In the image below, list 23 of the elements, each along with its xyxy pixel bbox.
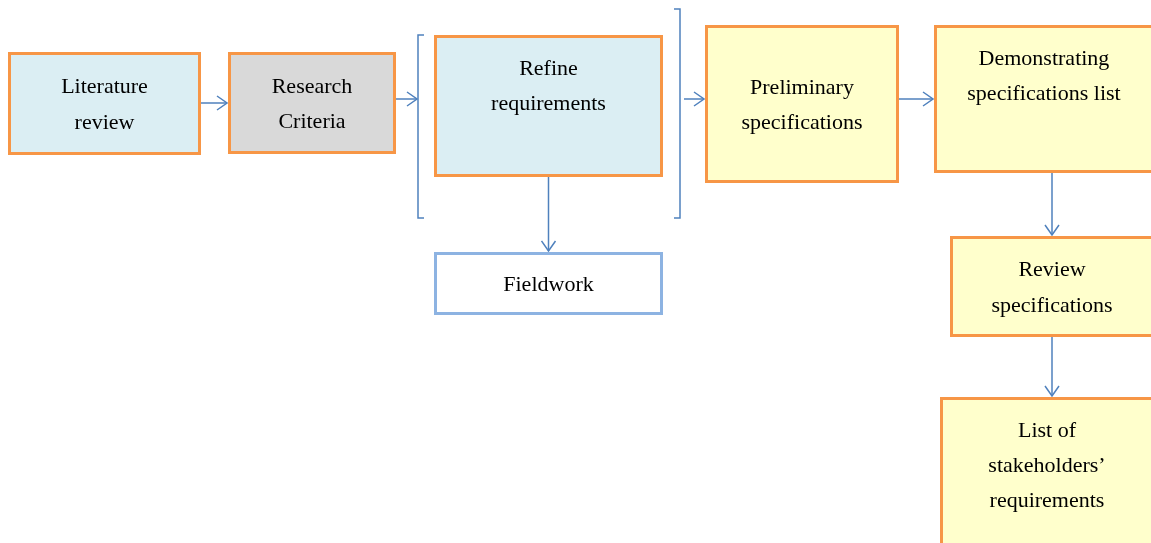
process-box	[228, 52, 396, 154]
arrow	[1044, 172, 1060, 236]
box-label: Research Criteria	[270, 71, 354, 135]
box-label: Literature review	[60, 72, 149, 136]
box-label: Review specifications	[990, 255, 1114, 319]
arrow	[683, 91, 705, 107]
arrow	[1044, 336, 1060, 397]
process-box	[8, 52, 201, 155]
process-box	[950, 236, 1151, 337]
arrow	[395, 91, 418, 107]
process-box	[934, 25, 1151, 173]
process-box	[705, 25, 899, 183]
process-box	[940, 397, 1151, 543]
process-box	[434, 35, 663, 177]
box-label: Refine requirements	[490, 54, 607, 118]
box-label: Preliminary specifications	[740, 72, 864, 136]
arrow	[898, 91, 934, 107]
process-box	[434, 252, 663, 315]
box-label: Fieldwork	[503, 269, 594, 298]
box-label: Demonstrating specifications list	[966, 44, 1122, 108]
arrow	[200, 95, 228, 111]
arrow	[540, 176, 557, 252]
box-label: List of stakeholders’ requirements	[987, 416, 1107, 515]
